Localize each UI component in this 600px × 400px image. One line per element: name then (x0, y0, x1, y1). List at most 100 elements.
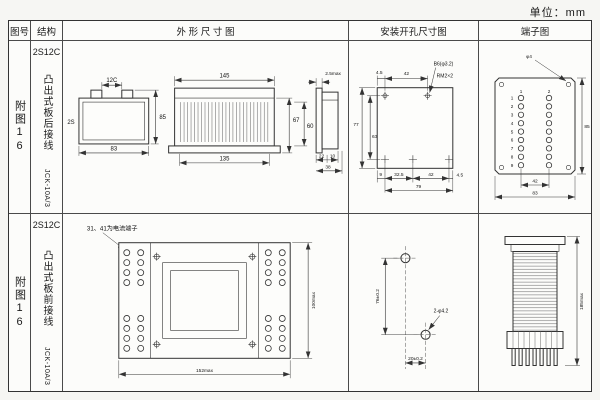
hole-spec-label: B6(φ3.2) (434, 62, 454, 68)
row1-relay-code: JCK-10A/3 (43, 168, 50, 207)
terminal-group-top-right (264, 249, 286, 286)
header-structure: 结构 (31, 21, 63, 41)
drill-dimensions: 76±0.2 2-φ4.2 20±0.2 (375, 257, 449, 366)
drill-holes (393, 246, 438, 370)
row1-structure-model: 2S12C (32, 47, 61, 57)
current-terminal-note: 31、41为电流端子 (87, 225, 138, 233)
dim-height-67: 67 (293, 118, 300, 124)
terminal-col-header-2: 2 (548, 89, 551, 94)
top-view (78, 89, 150, 145)
terminal-col-header-1: 1 (520, 89, 523, 94)
dim-bottom-79: 79 (416, 184, 422, 190)
spec-table: 图号 结构 外 形 尺 寸 图 安装开孔尺寸图 端子图 附图16 2S12C 凸… (8, 20, 592, 392)
dim-bottom-9: 9 (379, 172, 382, 178)
svg-text:8: 8 (511, 155, 514, 160)
dim-depth-38: 38 (325, 164, 331, 170)
terminal-group-bottom-right (264, 315, 286, 352)
terminal-group-top-left (123, 249, 145, 286)
hole-dia-label: 2-φ4.2 (434, 309, 449, 315)
unit-label: 单位：mm (529, 7, 586, 19)
panel-cutout (376, 87, 454, 169)
row1-structure-cell: 2S12C 凸出式板后接线 JCK-10A/3 (31, 41, 63, 214)
header-fig-no: 图号 (9, 21, 31, 41)
row2-mounting-drawing: 76±0.2 2-φ4.2 20±0.2 (375, 246, 449, 370)
dim-width-135: 135 (219, 156, 230, 162)
row2-terminal-cell: 185max (479, 214, 591, 391)
row1-structure-desc: 凸出式板后接线 (41, 74, 52, 152)
header-terminal: 端子图 (479, 21, 591, 41)
front-view (168, 87, 281, 154)
row1-fig-no: 附图16 (13, 100, 26, 154)
socket-lines (512, 331, 558, 349)
mounting-dimensions: 4.5 42 B6(φ3.2) RM2×2 77 63 (353, 62, 464, 193)
relay-side-profile (504, 236, 566, 366)
dim-top-42: 42 (404, 71, 410, 77)
header-mounting: 安装开孔尺寸图 (349, 21, 479, 41)
dim-base-model: 12C (106, 78, 118, 84)
corner-screw-marks (152, 252, 257, 349)
dim-offset-20: 20±0.2 (408, 356, 423, 362)
terminal-screw-grid (517, 94, 553, 169)
row2-structure-desc: 凸出式板前接线 (41, 249, 52, 327)
hole-leader-line (534, 59, 567, 82)
drill-hole-marks (380, 91, 454, 164)
dim-panel-2-5max: 2.5max (325, 71, 341, 77)
row1-outline-cell: 12C 2S 83 85 (63, 41, 349, 214)
front-view-dimensions: 145 135 67 60 (174, 74, 314, 166)
svg-text:5: 5 (511, 129, 514, 134)
svg-text:7: 7 (511, 146, 514, 151)
dim-width-152max: 152max (196, 368, 214, 374)
label-case-model: 2S (67, 120, 74, 126)
screw-spec-label: RM2×2 (437, 74, 454, 80)
row1-mounting-cell: 4.5 42 B6(φ3.2) RM2×2 77 63 (349, 41, 479, 214)
svg-text:6: 6 (511, 138, 514, 143)
svg-text:3: 3 (511, 113, 514, 118)
dim-height-77: 77 (353, 122, 359, 128)
vent-slots (180, 102, 269, 142)
dim-top-4-5: 4.5 (376, 70, 383, 76)
dim-plate-85: 85 (584, 124, 590, 130)
row2-outline-cell: 31、41为电流端子 (63, 214, 349, 391)
terminal-plate (494, 77, 576, 175)
row2-terminal-drawing: 185max (504, 236, 585, 366)
dim-height-63: 63 (372, 134, 378, 140)
row2-fig-no: 附图16 (13, 275, 26, 330)
row2-mounting-cell: 76±0.2 2-φ4.2 20±0.2 (349, 214, 479, 391)
svg-text:4: 4 (511, 121, 514, 126)
terminal-group-bottom-left (123, 315, 145, 352)
dim-cols-42: 42 (532, 179, 538, 185)
dim-depth-10: 10 (330, 153, 336, 159)
row2-structure-cell: 2S12C 凸出式板前接线 JCK-10A/3 (31, 214, 63, 391)
dim-plate-83: 83 (532, 191, 538, 197)
front-wiring-dimensions: 100max 152max (118, 242, 317, 379)
front-wiring-view (118, 242, 291, 359)
side-view-dimensions: 2.5max 22 10 38 (308, 71, 343, 174)
dim-height-185max: 185max (579, 292, 585, 310)
dim-depth-22: 22 (319, 153, 325, 159)
top-view-dimensions: 12C 2S 83 85 (67, 78, 167, 156)
row2-relay-code: JCK-10A/3 (43, 346, 50, 385)
dim-height-60: 60 (307, 124, 314, 130)
terminal-dimensions: 85 42 83 (494, 77, 590, 200)
dim-vertical-76: 76±0.2 (375, 289, 381, 304)
header-outline: 外 形 尺 寸 图 (63, 21, 349, 41)
row2-outline-drawing: 31、41为电流端子 (87, 225, 317, 379)
dim-height-100max: 100max (311, 291, 317, 309)
svg-text:2: 2 (511, 104, 514, 109)
dim-width-83: 83 (111, 146, 118, 152)
svg-text:1: 1 (511, 96, 514, 101)
dim-height-85: 85 (159, 115, 166, 121)
dim-width-145: 145 (219, 74, 230, 80)
row1-mounting-drawing: 4.5 42 B6(φ3.2) RM2×2 77 63 (353, 62, 464, 193)
dim-bottom-4-5: 4.5 (457, 172, 464, 178)
row1-fig-no-cell: 附图16 (9, 41, 31, 214)
dim-bottom-32-5: 32.5 (394, 172, 404, 178)
corner-hole-dia-label: φ4 (526, 54, 532, 60)
row1-outline-drawing: 12C 2S 83 85 (67, 71, 343, 174)
row2-structure-model: 2S12C (32, 220, 61, 230)
row2-fig-no-cell: 附图16 (9, 214, 31, 391)
